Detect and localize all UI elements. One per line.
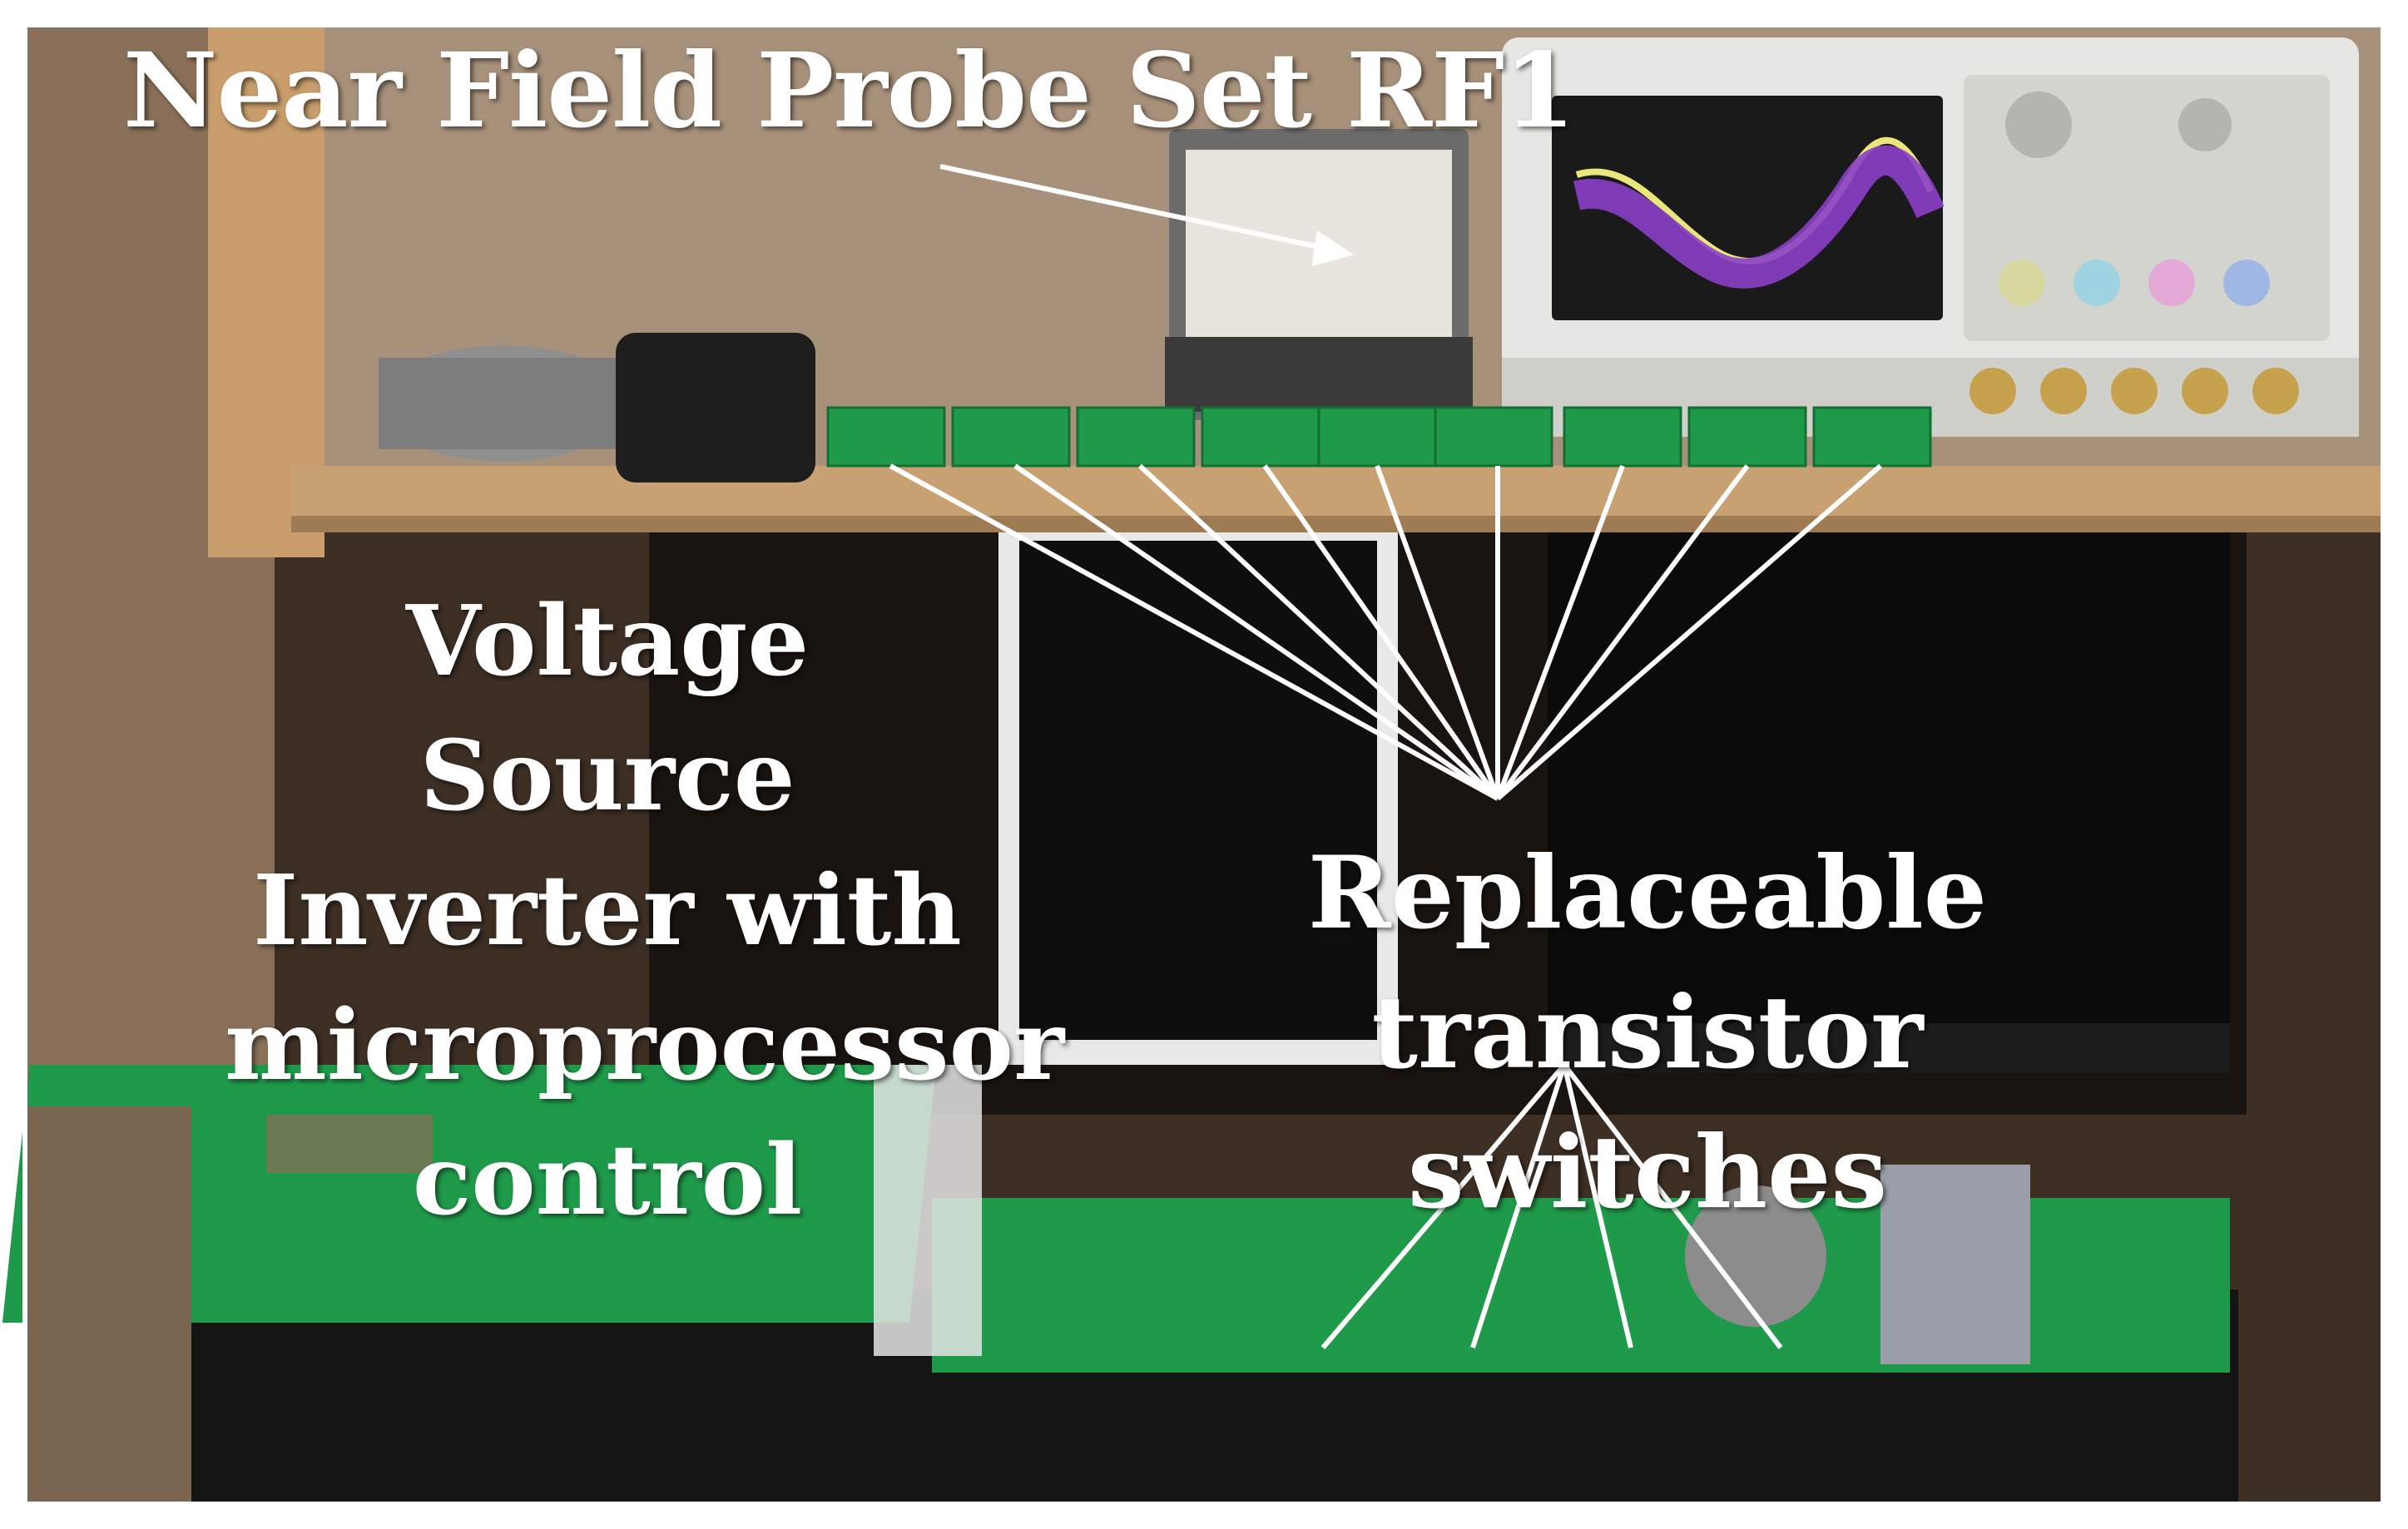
transistor-board bbox=[1434, 406, 1553, 468]
switches-label-line: Replaceable transistor bbox=[1307, 834, 1988, 1091]
scope-channel-knob bbox=[1999, 260, 2045, 306]
cabinet-surface bbox=[25, 1106, 191, 1506]
monitor-left-screen bbox=[1019, 541, 1377, 1040]
scope-knob bbox=[2005, 92, 2072, 158]
probe-arrow bbox=[939, 164, 1332, 252]
shelf-transistor-boards bbox=[826, 406, 1932, 468]
transistor-board bbox=[826, 406, 946, 468]
switch-arrow bbox=[1137, 463, 1500, 801]
switch-arrow bbox=[1013, 463, 1499, 801]
monitor-right-bezel bbox=[1548, 1023, 2230, 1073]
switch-arrow bbox=[889, 463, 1499, 801]
shelf-edge bbox=[291, 516, 2383, 532]
lcd-display bbox=[266, 1115, 433, 1173]
transistor-board bbox=[1076, 406, 1196, 468]
switch-arrow bbox=[1495, 464, 1750, 800]
inverter-label-line: control bbox=[412, 1124, 803, 1237]
switch-arrow-down bbox=[1562, 1063, 1783, 1349]
toroid-inductor bbox=[1685, 1185, 1826, 1327]
gray-spool-body bbox=[379, 358, 628, 449]
inverter-label-line: microprocessor bbox=[225, 989, 1065, 1102]
power-strip bbox=[616, 333, 815, 482]
trace-purple bbox=[1573, 145, 1945, 289]
scope-knob bbox=[2178, 98, 2232, 151]
switch-arrow bbox=[1262, 464, 1500, 800]
probe-arrow-head bbox=[1311, 230, 1355, 267]
transistor-board bbox=[1201, 406, 1320, 468]
scope-channel-knob bbox=[2148, 260, 2195, 306]
switch-arrow-down bbox=[1562, 1064, 1633, 1348]
switches-label: Replaceable transistor switches bbox=[1073, 824, 2222, 1243]
transistor-board bbox=[1317, 406, 1437, 468]
inverter-label: Voltage Source Inverter with microproces… bbox=[225, 574, 1065, 1248]
photo-frame bbox=[22, 22, 2386, 1507]
bnc-connector bbox=[2040, 368, 2087, 414]
switch-arrow bbox=[1495, 464, 1625, 800]
inverter-label-line: Voltage Source bbox=[405, 585, 810, 833]
scope-channel-knob bbox=[2223, 260, 2270, 306]
oscilloscope-screen bbox=[1552, 96, 1943, 320]
ribbon-cables bbox=[874, 1065, 982, 1356]
switch-arrow bbox=[1496, 463, 1882, 801]
probe-set-label: Near Field Probe Set RF1 bbox=[123, 31, 1575, 151]
monitor-right bbox=[1548, 532, 2230, 1073]
bnc-connector bbox=[2111, 368, 2158, 414]
relay-block bbox=[1880, 1165, 2030, 1364]
switch-arrow bbox=[1375, 464, 1500, 800]
bnc-connector bbox=[2182, 368, 2228, 414]
control-board bbox=[2, 1065, 937, 1323]
arrows bbox=[889, 164, 1882, 1349]
switches-label-line: switches bbox=[1407, 1114, 1888, 1231]
bnc-connector bbox=[2252, 368, 2299, 414]
transistor-board bbox=[1563, 406, 1682, 468]
transistor-board bbox=[951, 406, 1071, 468]
inverter-label-line: Inverter with bbox=[253, 854, 962, 967]
bnc-connector bbox=[1970, 368, 2016, 414]
transistor-board bbox=[1812, 406, 1932, 468]
switch-arrow-down bbox=[1320, 1063, 1567, 1349]
switch-arrow-down bbox=[1470, 1064, 1567, 1348]
transistor-board bbox=[1687, 406, 1807, 468]
scope-channel-knob bbox=[2074, 260, 2120, 306]
probe-case-base bbox=[1165, 337, 1473, 412]
